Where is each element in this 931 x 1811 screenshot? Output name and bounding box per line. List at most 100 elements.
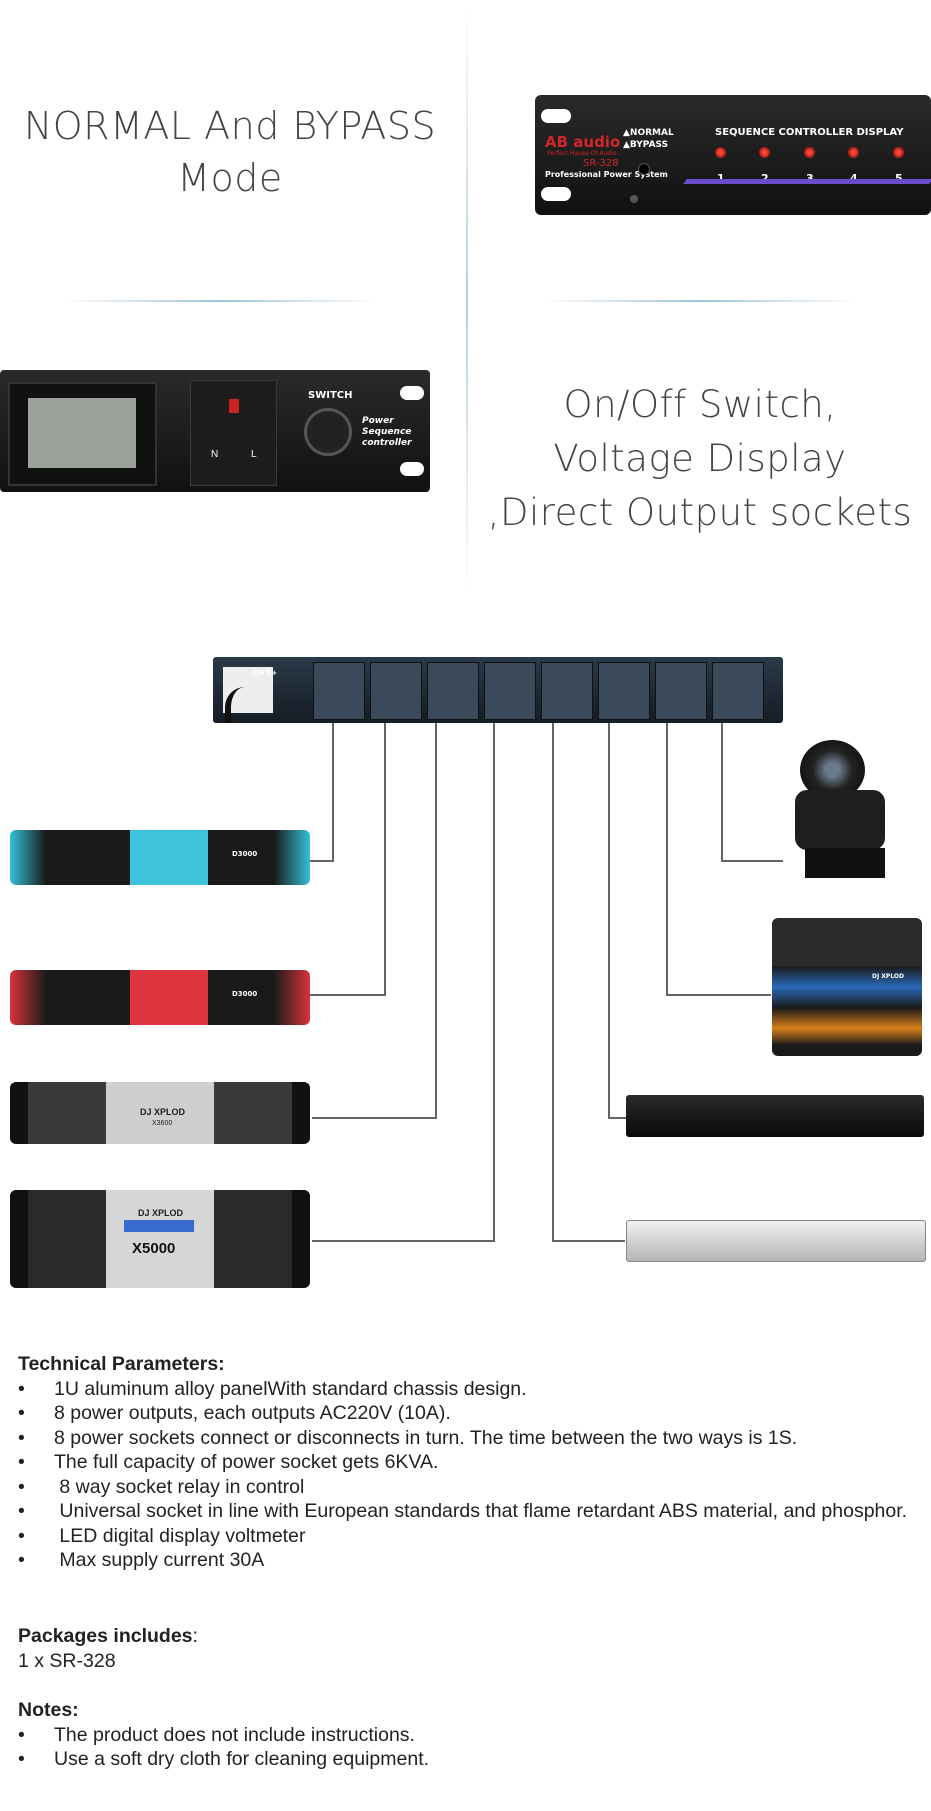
channel-led-2 (759, 147, 770, 158)
packages-heading-row: Packages includes: (18, 1624, 918, 1649)
socket-n-label: N (211, 449, 219, 460)
rack-slot-top (541, 109, 571, 123)
packages-section: Packages includes: 1 x SR-328 (18, 1624, 918, 1673)
horizontal-divider-left (60, 300, 380, 302)
front-panel-image: N L SWITCH Power Sequence controller (0, 370, 430, 492)
moving-head-yoke (795, 790, 885, 850)
socket-l-label: L (251, 449, 257, 460)
packages-item: 1 x SR-328 (18, 1649, 116, 1672)
moving-head-light (790, 740, 895, 888)
features-heading-line1: On/Off Switch, (563, 383, 837, 426)
features-heading: On/Off Switch, Voltage Display ,Direct O… (480, 378, 920, 540)
normal-mode-label: ▲NORMAL (623, 128, 674, 138)
power-sequence-label: Power Sequence controller (362, 416, 412, 448)
wire-8-vertical (721, 723, 723, 861)
output-socket-3 (427, 662, 479, 720)
output-socket-4 (484, 662, 536, 720)
moving-head-base (805, 848, 885, 878)
brand-logo: AB audio (545, 133, 621, 151)
wire-1-horizontal (310, 860, 334, 862)
amp3-model: X3600 (152, 1120, 173, 1127)
wire-3-horizontal (312, 1117, 437, 1119)
rear-unit-image: CH 8+ (213, 657, 783, 723)
vertical-divider (466, 0, 468, 600)
panel-subtitle: Professional Power System (545, 170, 668, 179)
output-socket-2 (370, 662, 422, 720)
bypass-mode-label: ▲BYPASS (623, 140, 669, 150)
panel-screw (630, 195, 638, 203)
wire-1-vertical (332, 723, 334, 861)
notes-item: The product does not include instruction… (18, 1723, 918, 1748)
model-label: SR-328 (583, 158, 619, 169)
mode-heading-line1: NORMAL And BYPASS (23, 104, 437, 148)
wire-8-horizontal (721, 860, 783, 862)
features-heading-line3: ,Direct Output sockets (487, 491, 913, 534)
wire-5-vertical (552, 723, 554, 1241)
sequence-controller-panel-image: AB audio Perfect Hause Of Audio SR-328 P… (535, 95, 931, 215)
channel-number-4: 4 (850, 172, 858, 185)
channel-number-1: 1 (717, 172, 725, 185)
rear-channel-label: CH 8+ (253, 669, 278, 677)
rack-processor-black (626, 1095, 924, 1137)
power-switch (304, 408, 352, 456)
output-socket-8 (712, 662, 764, 720)
channel-number-2: 2 (761, 172, 769, 185)
technical-section: Technical Parameters: 1U aluminum alloy … (18, 1352, 918, 1573)
brand-tagline: Perfect Hause Of Audio (547, 150, 617, 157)
amplifier-cyan: D3000 (10, 830, 310, 885)
wire-6-horizontal (608, 1117, 626, 1119)
amplifier-x3600: DJ XPLOD X3600 (10, 1082, 310, 1144)
wire-4-vertical (493, 723, 495, 1241)
technical-item: The full capacity of power socket gets 6… (18, 1450, 918, 1475)
switch-label: SWITCH (308, 390, 353, 401)
technical-item: 8 power sockets connect or disconnects i… (18, 1426, 918, 1451)
amplifier-x5000: DJ XPLOD X5000 (10, 1190, 310, 1288)
amp4-display (124, 1220, 194, 1232)
audio-mixer: DJ XPLOD (772, 918, 922, 1056)
notes-heading: Notes: (18, 1699, 79, 1721)
wire-7-vertical (666, 723, 668, 995)
wire-6-vertical (608, 723, 610, 1118)
wire-3-vertical (435, 723, 437, 1118)
technical-item: 8 way socket relay in control (18, 1475, 918, 1500)
wire-2-vertical (384, 723, 386, 995)
mode-button (638, 163, 650, 175)
power-cord (225, 687, 255, 723)
display-title: SEQUENCE CONTROLLER DISPLAY (715, 127, 904, 138)
rack-slot-bottom (400, 462, 424, 476)
output-socket-5 (541, 662, 593, 720)
mixer-brand: DJ XPLOD (872, 973, 905, 980)
output-socket-1 (313, 662, 365, 720)
notes-item: Use a soft dry cloth for cleaning equipm… (18, 1747, 918, 1772)
output-socket-6 (598, 662, 650, 720)
purple-stripe (683, 179, 931, 184)
amp3-brand: DJ XPLOD (140, 1107, 186, 1117)
channel-number-5: 5 (895, 172, 903, 185)
amp1-model: D3000 (232, 850, 258, 858)
voltmeter-display (28, 398, 136, 468)
technical-item: Max supply current 30A (18, 1548, 918, 1573)
horizontal-divider-right (540, 300, 860, 302)
output-socket-7 (655, 662, 707, 720)
mode-heading-line2: Mode (177, 156, 283, 200)
technical-item: LED digital display voltmeter (18, 1524, 918, 1549)
wire-5-horizontal (552, 1240, 625, 1242)
wire-4-horizontal (312, 1240, 495, 1242)
channel-led-4 (848, 147, 859, 158)
channel-led-3 (804, 147, 815, 158)
technical-item: 8 power outputs, each outputs AC220V (10… (18, 1401, 918, 1426)
amp4-model: X5000 (132, 1240, 176, 1257)
socket-pin-indicator (229, 399, 239, 413)
direct-output-socket: N L (190, 380, 277, 486)
technical-heading: Technical Parameters: (18, 1353, 225, 1375)
channel-led-1 (715, 147, 726, 158)
rack-processor-silver (626, 1220, 926, 1262)
rack-slot-bottom (541, 187, 571, 201)
technical-item: Universal socket in line with European s… (18, 1499, 914, 1524)
technical-item: 1U aluminum alloy panelWith standard cha… (18, 1377, 918, 1402)
wire-2-horizontal (310, 994, 386, 996)
mode-heading: NORMAL And BYPASS Mode (20, 100, 440, 204)
notes-list: The product does not include instruction… (18, 1723, 918, 1772)
channel-number-3: 3 (806, 172, 814, 185)
technical-list: 1U aluminum alloy panelWith standard cha… (18, 1377, 918, 1573)
